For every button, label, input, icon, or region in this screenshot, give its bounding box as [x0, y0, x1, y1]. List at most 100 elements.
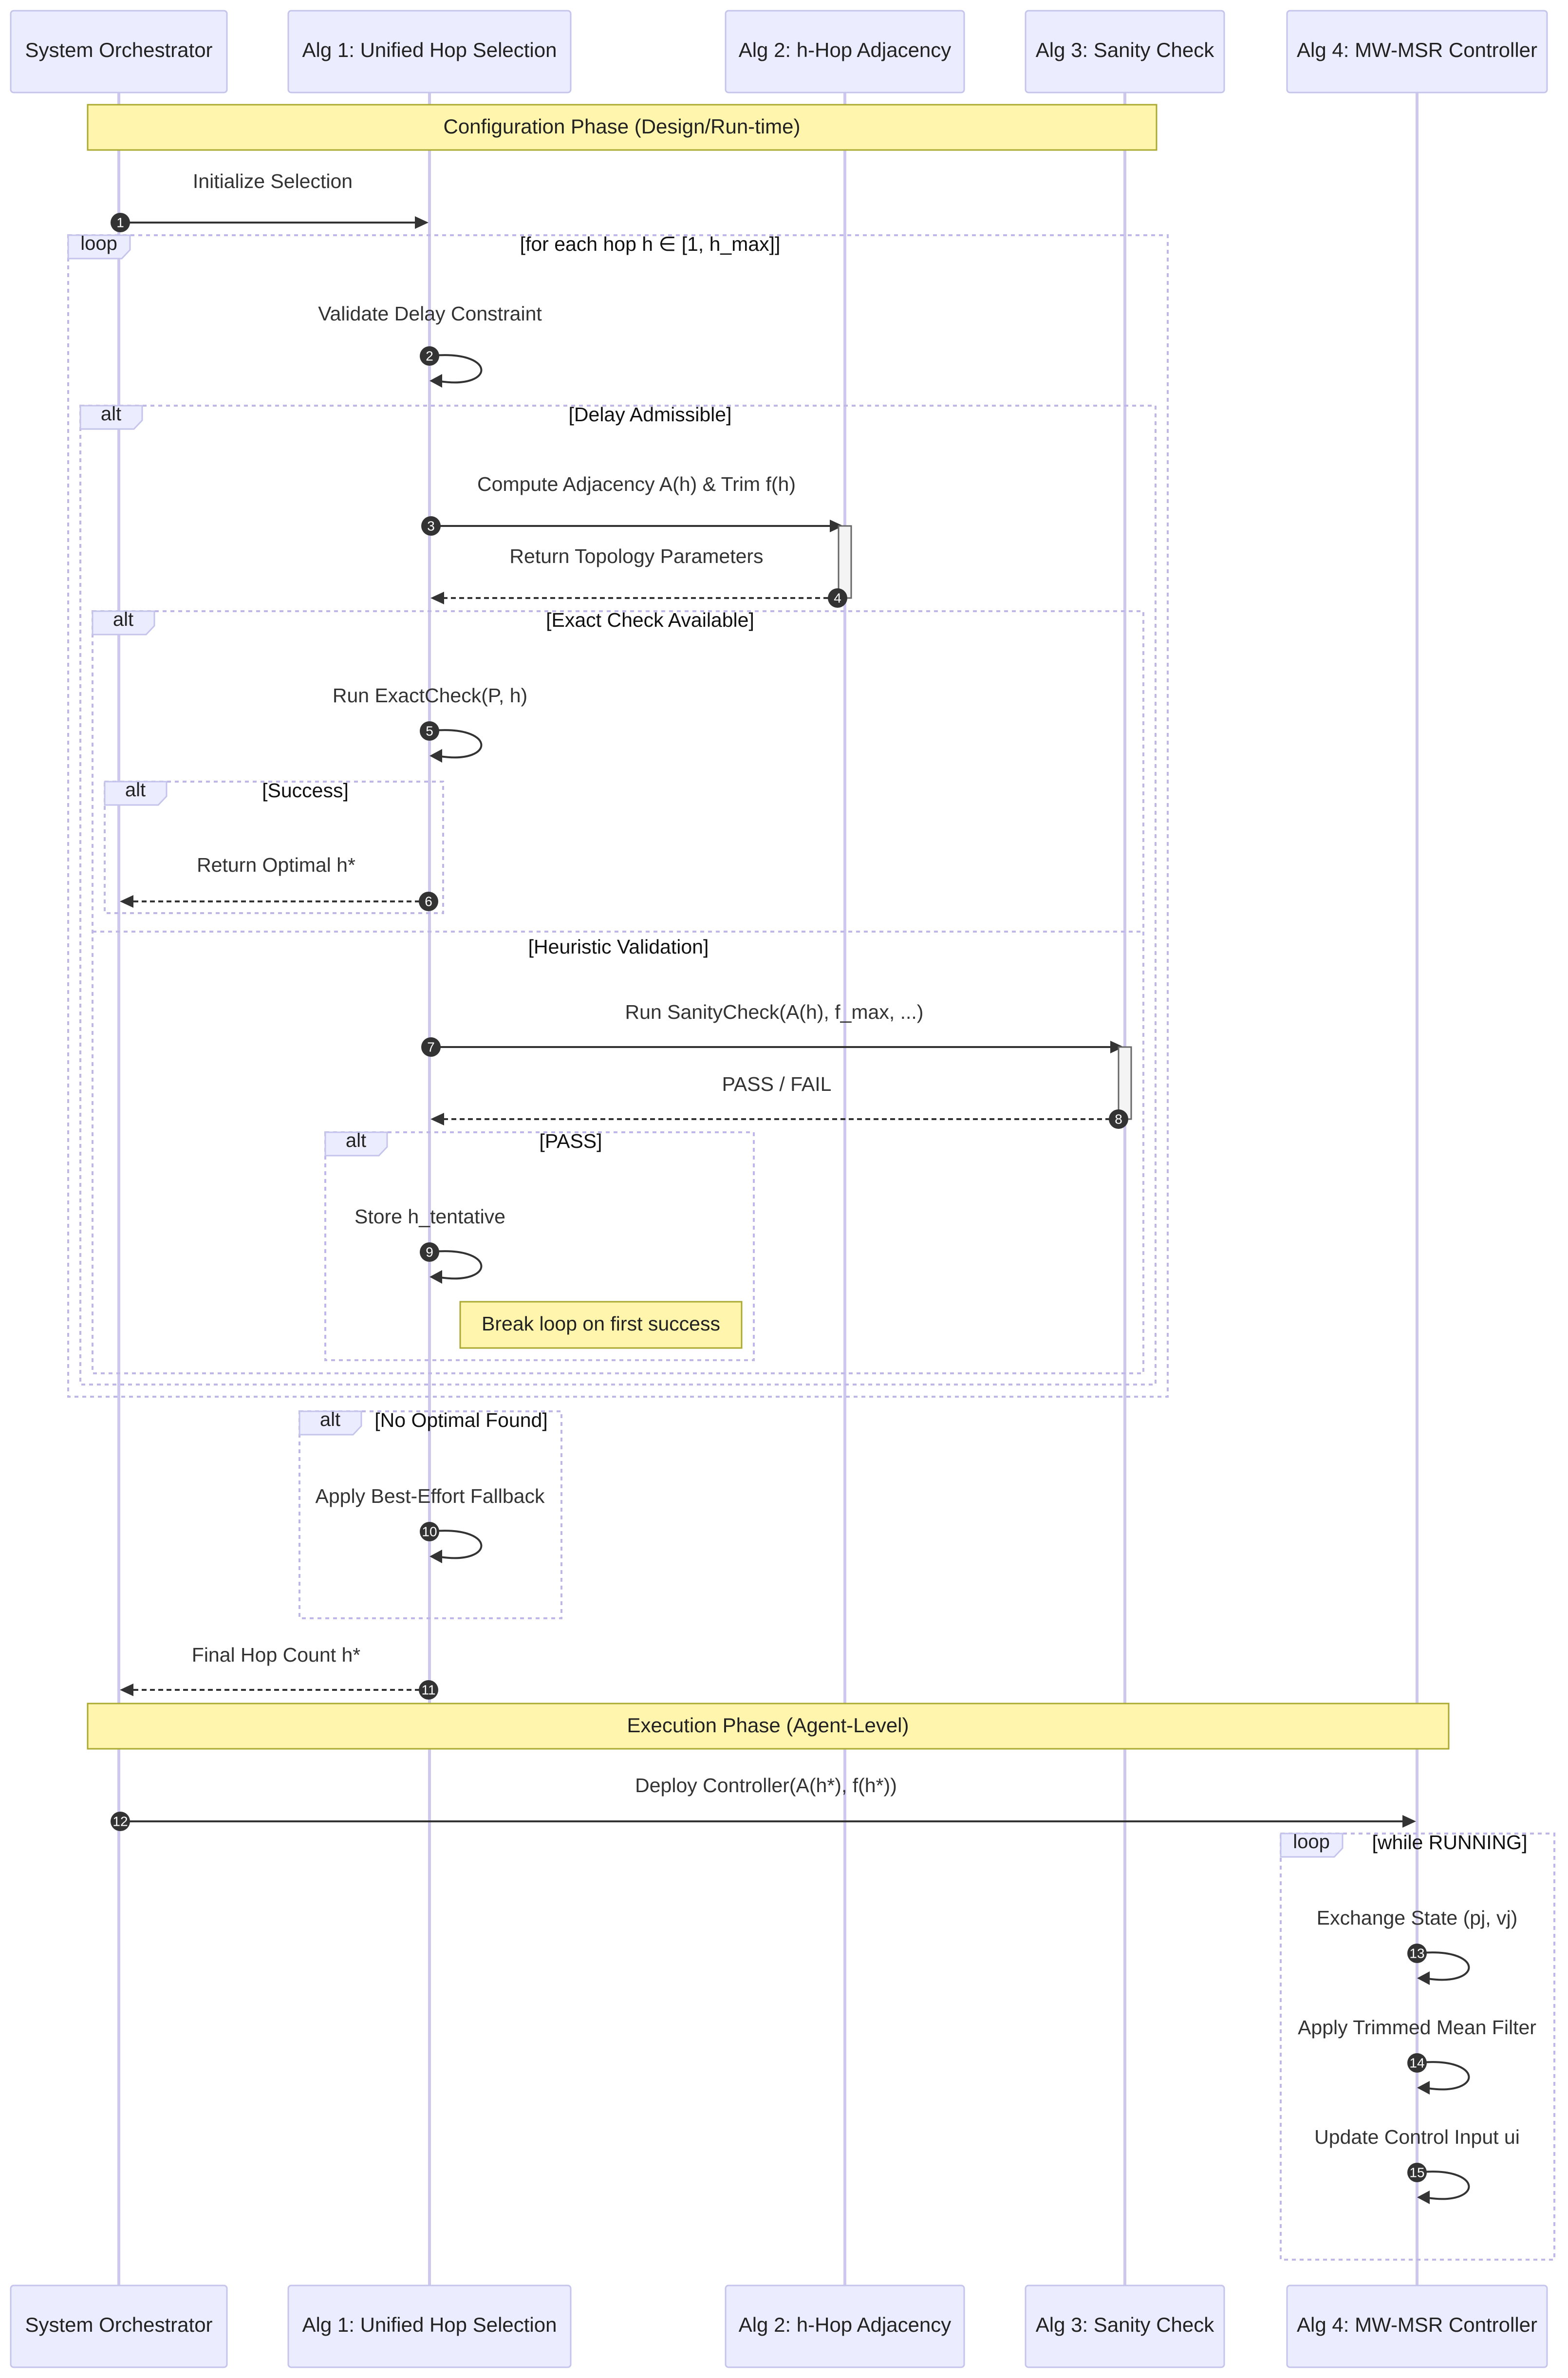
configuration-phase-label: Configuration Phase (Design/Run-time): [443, 115, 800, 138]
message-label: Apply Best-Effort Fallback: [316, 1485, 545, 1507]
sequence-number: 9: [426, 1245, 433, 1260]
actor-label: Alg 3: Sanity Check: [1036, 38, 1215, 61]
sequence-number: 4: [834, 591, 841, 606]
frame-keyword: loop: [1293, 1831, 1330, 1853]
message-return-optimal-h: Return Optimal h* 6: [120, 854, 438, 911]
message-return-topology-parameters: Return Topology Parameters 4: [430, 545, 847, 608]
frame-condition: [Exact Check Available]: [546, 609, 754, 631]
actor-bottom-alg1: Alg 1: Unified Hop Selection: [287, 2284, 572, 2368]
actor-label: Alg 1: Unified Hop Selection: [302, 2313, 557, 2336]
actor-label: Alg 1: Unified Hop Selection: [302, 38, 557, 61]
actor-top-alg1: Alg 1: Unified Hop Selection: [287, 10, 572, 94]
loop-frame-hops: loop [for each hop h ∈ [1, h_max]]: [67, 233, 1169, 1398]
message-apply-best-effort-fallback: Apply Best-Effort Fallback 10: [316, 1485, 545, 1563]
sequence-number: 7: [427, 1040, 435, 1055]
message-label: Deploy Controller(A(h*), f(h*)): [635, 1774, 897, 1797]
message-label: Run ExactCheck(P, h): [333, 684, 527, 707]
message-exchange-state: Exchange State (pj, vj) 13: [1317, 1907, 1517, 1985]
sequence-number: 13: [1409, 1946, 1424, 1961]
message-label: Final Hop Count h*: [192, 1644, 360, 1666]
actor-label: Alg 2: h-Hop Adjacency: [739, 2313, 952, 2336]
message-store-h-tentative: Store h_tentative 9: [355, 1205, 505, 1284]
message-label: Validate Delay Constraint: [318, 302, 542, 325]
sequence-number-badge: [828, 588, 847, 608]
configuration-phase-note: Configuration Phase (Design/Run-time): [87, 104, 1157, 151]
message-deploy-controller: Deploy Controller(A(h*), f(h*)) 12: [111, 1774, 1416, 1831]
sequence-number-badge: [420, 1242, 439, 1262]
message-final-hop-count: Final Hop Count h* 11: [120, 1644, 438, 1700]
message-label: Store h_tentative: [355, 1205, 505, 1228]
actor-label: Alg 4: MW-MSR Controller: [1297, 38, 1537, 61]
sequence-number: 15: [1409, 2165, 1424, 2180]
frame-keyword: alt: [113, 609, 133, 630]
sequence-number: 5: [426, 724, 433, 739]
message-label: Return Topology Parameters: [509, 545, 763, 567]
message-pass-fail: PASS / FAIL 8: [430, 1073, 1128, 1129]
actor-label: System Orchestrator: [25, 2313, 212, 2336]
alt-frame-pass: alt [PASS]: [324, 1130, 755, 1361]
actor-label: Alg 3: Sanity Check: [1036, 2313, 1215, 2336]
message-compute-adjacency: Compute Adjacency A(h) & Trim f(h) 3: [421, 473, 843, 536]
sequence-number-badge: [421, 516, 441, 536]
frame-keyword: alt: [125, 779, 146, 801]
message-run-sanitycheck: Run SanityCheck(A(h), f_max, ...) 7: [421, 1001, 1124, 1057]
frame-condition: [Delay Admissible]: [569, 403, 732, 426]
alt-frame-delay-admissible: alt [Delay Admissible]: [79, 403, 1157, 1386]
loop-frame-running: loop [while RUNNING]: [1280, 1831, 1555, 2261]
actor-bottom-alg3: Alg 3: Sanity Check: [1025, 2284, 1225, 2368]
actor-top-alg4: Alg 4: MW-MSR Controller: [1286, 10, 1548, 94]
sequence-number-badge: [1407, 2163, 1427, 2182]
sequence-number-badge: [111, 213, 130, 232]
activation-alg2: [838, 525, 852, 599]
message-label: Compute Adjacency A(h) & Trim f(h): [477, 473, 796, 495]
sequence-number: 11: [421, 1683, 435, 1698]
message-validate-delay-constraint: Validate Delay Constraint 2: [318, 302, 542, 388]
frame-condition: [Success]: [262, 779, 349, 802]
sequence-number-badge: [420, 346, 439, 366]
message-label: PASS / FAIL: [722, 1073, 832, 1095]
else-condition: [Heuristic Validation]: [528, 936, 709, 958]
actor-label: System Orchestrator: [25, 38, 212, 61]
message-apply-trimmed-mean-filter: Apply Trimmed Mean Filter 14: [1298, 2016, 1536, 2095]
alt-frame-exact-check: alt [Exact Check Available] [Heuristic V…: [92, 609, 1144, 1374]
sequence-number-badge: [420, 721, 439, 741]
frame-condition: [for each hop h ∈ [1, h_max]]: [520, 233, 781, 255]
frame-condition: [PASS]: [539, 1130, 602, 1152]
frame-keyword: alt: [101, 403, 121, 425]
message-label: Initialize Selection: [193, 170, 353, 192]
sequence-number-badge: [421, 1037, 441, 1057]
note-break-loop: Break loop on first success: [459, 1301, 743, 1349]
message-label: Exchange State (pj, vj): [1317, 1907, 1517, 1929]
message-run-exactcheck: Run ExactCheck(P, h) 5: [333, 684, 527, 763]
alt-frame-success: alt [Success]: [104, 779, 444, 914]
frame-keyword: alt: [320, 1409, 340, 1430]
activation-alg3: [1118, 1046, 1132, 1120]
sequence-number-badge: [1109, 1109, 1128, 1129]
note-text: Break loop on first success: [482, 1312, 720, 1335]
execution-phase-note: Execution Phase (Agent-Level): [87, 1703, 1450, 1750]
actor-bottom-alg4: Alg 4: MW-MSR Controller: [1286, 2284, 1548, 2368]
sequence-number-badge: [1407, 1944, 1427, 1963]
message-label: Update Control Input ui: [1314, 2126, 1520, 2148]
actor-top-alg2: Alg 2: h-Hop Adjacency: [725, 10, 965, 94]
sequence-number: 3: [427, 519, 435, 534]
message-label: Run SanityCheck(A(h), f_max, ...): [625, 1001, 924, 1023]
sequence-number: 10: [422, 1524, 437, 1539]
actor-top-alg3: Alg 3: Sanity Check: [1025, 10, 1225, 94]
frame-keyword: alt: [346, 1130, 366, 1151]
sequence-number: 6: [425, 894, 432, 909]
execution-phase-label: Execution Phase (Agent-Level): [627, 1714, 909, 1737]
actor-label: Alg 2: h-Hop Adjacency: [739, 38, 952, 61]
sequence-number-badge: [419, 1680, 438, 1700]
message-update-control-input: Update Control Input ui 15: [1314, 2126, 1520, 2204]
actor-bottom-orchestrator: System Orchestrator: [10, 2284, 228, 2368]
frame-keyword: loop: [80, 233, 117, 254]
sequence-number-badge: [1407, 2053, 1427, 2073]
alt-frame-no-optimal-found: alt [No Optimal Found]: [299, 1409, 562, 1619]
sequence-number-badge: [111, 1812, 130, 1831]
sequence-number: 8: [1115, 1112, 1122, 1127]
sequence-number: 1: [116, 215, 124, 230]
sequence-number-badge: [419, 892, 438, 911]
sequence-number: 2: [426, 349, 433, 364]
